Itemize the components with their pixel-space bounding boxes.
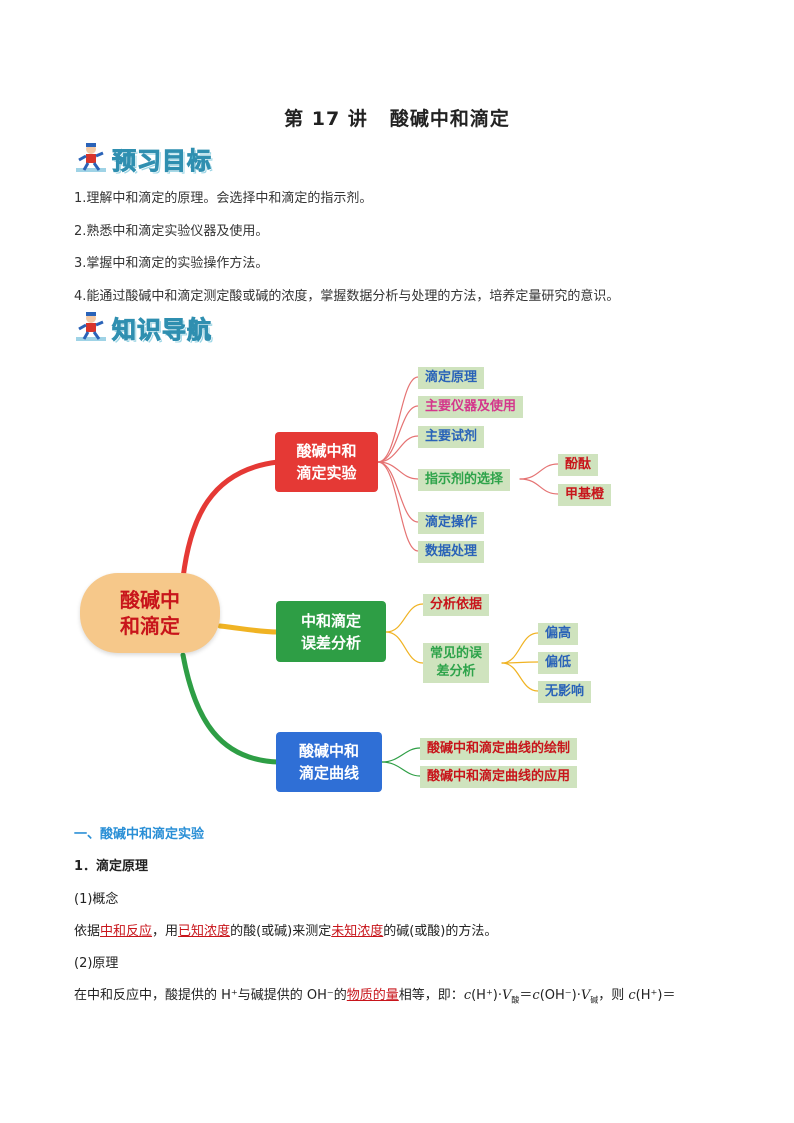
branch-error-analysis: 中和滴定误差分析: [276, 601, 386, 662]
concept-heading: (1)概念: [74, 892, 119, 907]
mm-curve-apply: 酸碱中和滴定曲线的应用: [420, 766, 578, 788]
runner-icon: [74, 311, 108, 343]
section-nav-title: 知识导航: [112, 315, 212, 344]
lecture-topic: 酸碱中和滴定: [389, 108, 510, 130]
page-title: 第 17 讲酸碱中和滴定: [0, 104, 794, 131]
mm-effect-none: 无影响: [538, 681, 592, 703]
branch-titration-experiment: 酸碱中和滴定实验: [275, 432, 378, 492]
principle-heading: (2)原理: [74, 956, 119, 971]
objective-3: 3.掌握中和滴定的实验操作方法。: [74, 256, 269, 271]
objective-2: 2.熟悉中和滴定实验仪器及使用。: [74, 224, 269, 239]
branch-titration-curve: 酸碱中和滴定曲线: [276, 732, 382, 792]
principle-text: 在中和反应中，酸提供的 H⁺与碱提供的 OH⁻的物质的量相等，即：c(H⁺)·V…: [74, 988, 676, 1005]
mm-curve-draw: 酸碱中和滴定曲线的绘制: [420, 738, 578, 760]
mm-item-reagents: 主要试剂: [418, 426, 485, 448]
section-preview-title: 预习目标: [112, 146, 212, 175]
content-heading: 一、酸碱中和滴定实验: [74, 827, 205, 842]
mm-effect-high: 偏高: [538, 623, 579, 645]
section-nav-header: 知识导航: [74, 310, 212, 344]
mm-indicator-methyl-orange: 甲基橙: [558, 484, 612, 506]
mm-item-operation: 滴定操作: [418, 512, 485, 534]
mm-effect-low: 偏低: [538, 652, 579, 674]
mindmap-center: 酸碱中和滴定: [80, 573, 220, 653]
subheading-principle: 1．滴定原理: [74, 859, 149, 874]
objective-1: 1.理解中和滴定的原理。会选择中和滴定的指示剂。: [74, 191, 373, 206]
mm-item-instruments: 主要仪器及使用: [418, 396, 524, 418]
lecture-number: 第 17 讲: [284, 108, 368, 130]
runner-icon: [74, 142, 108, 174]
mm-indicator-phenolphthalein: 酚酞: [558, 454, 599, 476]
section-preview-header: 预习目标: [74, 141, 212, 175]
concept-text: 依据中和反应，用已知浓度的酸(或碱)来测定未知浓度的碱(或酸)的方法。: [74, 924, 498, 939]
mm-item-basis: 分析依据: [423, 594, 490, 616]
mm-item-principle: 滴定原理: [418, 367, 485, 389]
mm-item-common-errors: 常见的误差分析: [423, 643, 490, 683]
objective-4: 4.能通过酸碱中和滴定测定酸或碱的浓度，掌握数据分析与处理的方法，培养定量研究的…: [74, 289, 620, 304]
mm-item-indicator: 指示剂的选择: [418, 469, 511, 491]
mm-item-data: 数据处理: [418, 541, 485, 563]
